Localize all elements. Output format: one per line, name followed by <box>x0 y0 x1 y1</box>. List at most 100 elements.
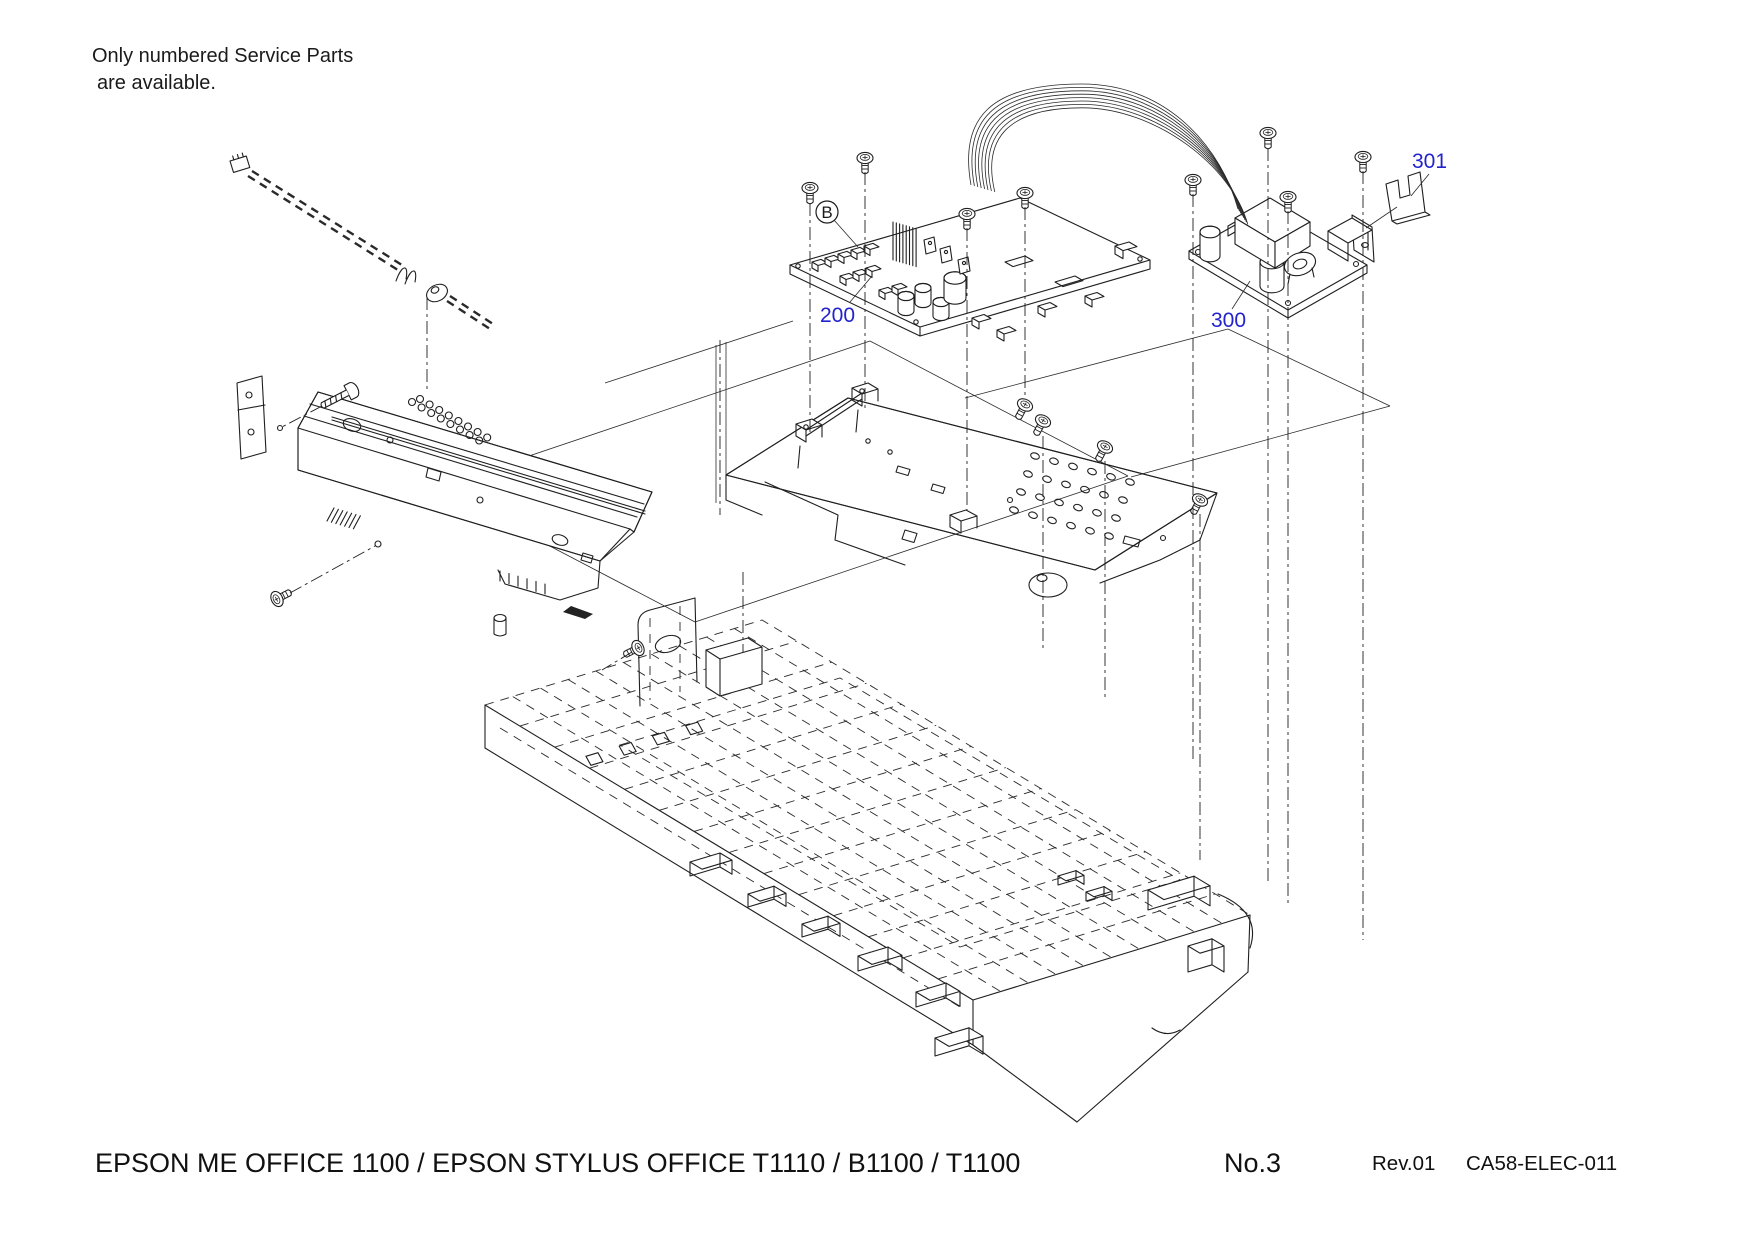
housing-rib <box>650 653 1140 950</box>
spring-rib <box>344 512 353 527</box>
ground-clip <box>1365 171 1431 229</box>
housing-tab <box>585 752 604 766</box>
callout-200-label: 200 <box>820 304 855 327</box>
spring-rib <box>330 508 339 523</box>
cable-break-symbol <box>395 267 417 285</box>
vent-hole <box>1118 496 1128 504</box>
vent-hole <box>1061 480 1071 489</box>
carriage-frame <box>236 375 653 601</box>
vent-hole <box>1030 452 1040 460</box>
footer-models: EPSON ME OFFICE 1100 / EPSON STYLUS OFFI… <box>95 1148 1020 1178</box>
callout-301: 301 <box>1410 150 1447 197</box>
cable-connector <box>229 152 251 174</box>
ferrite-core <box>426 283 448 303</box>
frame-hole <box>454 416 463 426</box>
vent-hole <box>1066 521 1076 530</box>
frame-hole <box>475 436 484 445</box>
vent-hole <box>1054 498 1064 507</box>
callout-300: 300 <box>1211 280 1251 332</box>
main-board <box>1188 197 1375 319</box>
housing-rib <box>728 767 1007 853</box>
screw <box>267 584 296 610</box>
housing-boss <box>1187 938 1225 954</box>
vent-hole <box>1085 527 1095 535</box>
ribbon-wire <box>988 103 1247 223</box>
vent-hole <box>1080 485 1090 494</box>
housing-boss <box>1085 886 1113 902</box>
spring-rib <box>339 511 348 526</box>
axis-line <box>281 405 323 428</box>
footer-doc-code: CA58-ELEC-011 <box>1466 1152 1617 1175</box>
frame-hole <box>463 422 473 431</box>
frame-hole <box>407 397 417 407</box>
screw <box>1009 395 1036 424</box>
housing-boss <box>747 885 787 908</box>
housing-boss <box>915 982 961 1008</box>
vent-hole <box>1035 493 1045 501</box>
note-line-1: Only numbered Service Parts <box>92 45 353 67</box>
vent-hole <box>1009 506 1019 514</box>
callout-301-label: 301 <box>1412 150 1447 173</box>
callout-200: 200 <box>820 275 873 327</box>
ribbon-wire <box>984 100 1246 221</box>
housing-boss <box>689 852 733 870</box>
housing-tab <box>618 741 637 756</box>
housing-boss <box>801 915 841 938</box>
spring-rib <box>348 513 357 529</box>
frame-hole <box>473 427 482 437</box>
housing-boss <box>1187 938 1225 973</box>
ribbon-wire <box>974 90 1242 214</box>
frame-hole <box>446 419 455 429</box>
coil <box>1283 251 1317 285</box>
footer-revision: Rev.01 <box>1372 1152 1435 1175</box>
callout-300-label: 300 <box>1211 309 1246 332</box>
assembly-axis-lines <box>281 148 1364 940</box>
housing-boss <box>747 885 787 902</box>
spring-rib <box>352 515 361 530</box>
ribbon-wire <box>991 107 1249 225</box>
housing-boss <box>857 946 903 965</box>
housing-rib <box>798 809 1076 896</box>
housing-boss <box>915 982 961 1001</box>
frame-hole <box>483 433 492 442</box>
housing-tab <box>685 721 704 736</box>
ribbon-wire <box>971 86 1240 212</box>
housing-boss <box>801 915 841 932</box>
note: Only numbered Service Parts are availabl… <box>92 45 353 94</box>
capacitor <box>1199 225 1221 263</box>
frame-hole <box>417 403 426 412</box>
housing-boss <box>1057 870 1085 886</box>
housing-rib <box>659 724 937 811</box>
ribbon-cable <box>968 83 1249 225</box>
transformer <box>1227 197 1311 269</box>
screw <box>1354 150 1372 174</box>
callout-b: B <box>815 200 859 248</box>
vent-hole <box>1092 509 1102 517</box>
vent-hole <box>1068 462 1078 471</box>
note-line-2: are available. <box>97 72 216 94</box>
ribbon-wire <box>978 93 1243 216</box>
base-housing <box>484 597 1254 1123</box>
housing-boss <box>689 852 733 877</box>
screw <box>856 151 874 175</box>
screw <box>1184 173 1202 197</box>
housing-boss <box>1057 870 1085 882</box>
housing-boss <box>934 1027 984 1057</box>
housing-boss <box>1147 875 1211 911</box>
axis-line <box>289 545 376 594</box>
psu-transistor-row <box>811 242 908 301</box>
spring-rib <box>335 510 344 525</box>
vent-hole <box>1049 457 1059 465</box>
housing-boss <box>857 946 903 972</box>
ribbon-wire <box>968 83 1239 210</box>
frame-hole <box>444 411 453 420</box>
psu-capacitors <box>897 271 967 322</box>
frame-hole <box>415 394 425 404</box>
frame-hole <box>455 425 465 434</box>
housing-boss <box>934 1027 984 1047</box>
housing-rib <box>540 687 1029 984</box>
vent-hole <box>1087 467 1097 476</box>
vent-hole <box>1073 503 1083 512</box>
